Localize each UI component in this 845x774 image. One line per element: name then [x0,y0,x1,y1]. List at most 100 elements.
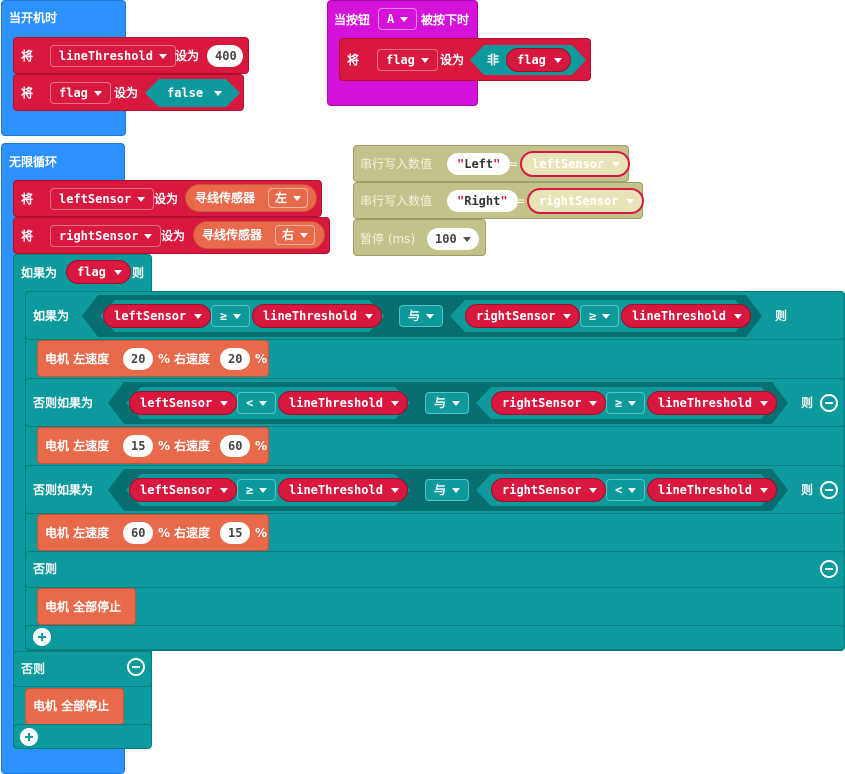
line-sensor-label: 寻线传感器 [202,228,263,242]
var-linethreshold-reporter[interactable]: lineThreshold [647,391,777,415]
add-branch-icon[interactable] [20,728,38,746]
operator-dropdown[interactable]: < [606,479,646,501]
var-linethreshold-reporter[interactable]: lineThreshold [252,304,382,328]
remove-else-icon[interactable] [820,560,838,578]
inner-if-footer[interactable] [25,625,845,650]
var-leftsensor-reporter[interactable]: leftSensor [103,304,212,328]
chevron-down-icon [733,314,742,319]
set-to-label: 设为 [161,229,186,243]
chevron-down-icon [137,197,146,202]
number-input-400[interactable]: 400 [207,45,243,67]
remove-else-icon[interactable] [127,658,145,676]
motor-label: 电机 左速度 [45,352,110,366]
var-linethreshold-reporter[interactable]: lineThreshold [278,391,408,415]
chevron-down-icon [233,314,242,319]
right-speed-label: 右速度 [174,526,211,540]
pause-value-dropdown[interactable]: 100 [427,228,479,250]
var-rightsensor-reporter[interactable]: rightSensor [465,304,581,328]
if-label: 如果为 [33,309,70,323]
set-keyword: 将 [21,86,34,100]
chevron-down-icon [259,401,268,406]
if-label: 如果为 [21,266,58,280]
string-left[interactable]: "Left" [447,153,511,175]
chevron-down-icon [426,314,435,319]
set-to-label: 设为 [114,86,139,100]
motor-label: 电机 左速度 [45,526,110,540]
operator-dropdown[interactable]: ≥ [237,479,277,501]
chevron-down-icon [589,488,598,493]
chevron-down-icon [194,314,203,319]
chevron-down-icon [400,17,409,22]
percent-label: % [158,352,171,366]
string-right[interactable]: "Right" [447,190,518,212]
chevron-down-icon [144,234,153,239]
forever-label: 无限循环 [9,155,58,169]
var-leftsensor-reporter[interactable]: leftSensor [520,151,631,177]
operator-dropdown[interactable]: ≥ [580,305,620,327]
pause-label: 暂停 (ms) [360,232,416,246]
on-start-label: 当开机时 [9,11,58,25]
serial-write-label: 串行写入数值 [360,157,433,171]
set-keyword: 将 [21,49,34,63]
var-linethreshold-reporter[interactable]: lineThreshold [278,478,408,502]
chevron-down-icon [220,401,229,406]
var-dropdown-flag[interactable]: flag [377,49,438,71]
chevron-down-icon [759,401,768,406]
left-speed-input[interactable]: 60 [123,522,153,544]
elseif-label: 否则如果为 [33,396,94,410]
var-linethreshold-reporter[interactable]: lineThreshold [621,304,751,328]
chevron-down-icon [452,488,461,493]
remove-branch-icon[interactable] [820,481,838,499]
chevron-down-icon [220,488,229,493]
bool-dropdown-false[interactable]: false [145,79,240,107]
on-button-suffix: 被按下时 [421,13,470,27]
chevron-down-icon [158,54,167,59]
chevron-down-icon [390,401,399,406]
remove-branch-icon[interactable] [820,394,838,412]
and-dropdown[interactable]: 与 [425,392,470,414]
right-speed-input[interactable]: 15 [220,522,250,544]
add-branch-icon[interactable] [33,628,51,646]
left-speed-input[interactable]: 20 [123,348,153,370]
var-linethreshold-reporter[interactable]: lineThreshold [647,478,777,502]
then-label: 则 [132,266,145,280]
chevron-down-icon [563,314,572,319]
var-flag-reporter[interactable]: flag [506,48,571,72]
var-dropdown-leftsensor[interactable]: leftSensor [50,188,155,210]
var-dropdown-rightsensor[interactable]: rightSensor [50,225,162,247]
else-row[interactable] [25,551,845,588]
left-speed-input[interactable]: 15 [123,435,153,457]
var-rightsensor-reporter[interactable]: rightSensor [527,188,645,214]
operator-dropdown[interactable]: ≥ [211,305,251,327]
right-speed-input[interactable]: 60 [220,435,250,457]
chevron-down-icon [602,314,611,319]
motor-stop-label: 电机 全部停止 [45,600,122,614]
button-dropdown[interactable]: A [378,8,418,30]
var-leftsensor-reporter[interactable]: leftSensor [129,478,238,502]
percent-label: % [158,526,171,540]
chevron-down-icon [420,58,429,63]
var-dropdown-linethreshold[interactable]: lineThreshold [50,45,176,67]
var-leftsensor-reporter[interactable]: leftSensor [129,391,238,415]
var-flag-reporter[interactable]: flag [66,260,131,284]
and-dropdown[interactable]: 与 [399,305,444,327]
percent-label: % [255,352,268,366]
sensor-side-dropdown[interactable]: 右 [275,225,316,245]
operator-dropdown[interactable]: < [237,392,277,414]
on-button-prefix: 当按钮 [334,13,371,27]
right-speed-input[interactable]: 20 [220,348,250,370]
operator-dropdown[interactable]: ≥ [606,392,646,414]
motor-stop-label: 电机 全部停止 [33,699,110,713]
var-rightsensor-reporter[interactable]: rightSensor [491,391,607,415]
equals-label: = [515,194,526,208]
var-dropdown-flag[interactable]: flag [50,82,111,104]
chevron-down-icon [390,488,399,493]
sensor-side-dropdown[interactable]: 左 [268,188,309,208]
set-to-label: 设为 [154,192,179,206]
chevron-down-icon [364,314,373,319]
and-dropdown[interactable]: 与 [425,479,470,501]
motor-stop-block[interactable] [37,588,136,625]
var-rightsensor-reporter[interactable]: rightSensor [491,478,607,502]
then-label: 则 [775,309,788,323]
motor-stop-block[interactable] [25,688,124,725]
